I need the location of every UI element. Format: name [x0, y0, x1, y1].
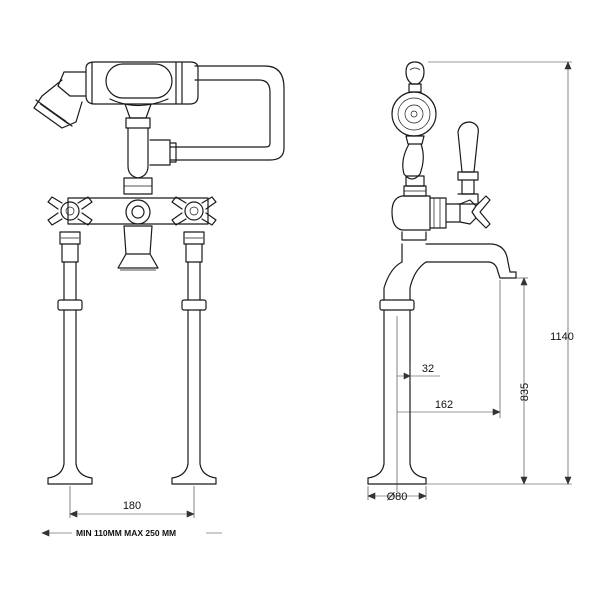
valve-body [67, 177, 209, 271]
height-1140-label: 1140 [550, 331, 574, 343]
offset-32-label: 32 [422, 363, 434, 375]
lever-handle [457, 121, 479, 205]
reach-162-dimension: 162 [397, 280, 501, 418]
crosshead-side [459, 195, 491, 229]
offset-32-dimension: 32 [397, 363, 440, 382]
base-diameter-label: Ø80 [387, 491, 408, 503]
reach-162-label: 162 [435, 399, 453, 411]
front-view: 180 MIN 110MM MAX 250 MM [33, 61, 285, 538]
shower-head [33, 71, 87, 129]
left-crosshead-handle [47, 196, 93, 226]
height-835-dimension: 835 [516, 277, 531, 485]
side-view: 32 162 835 1140 Ø [367, 61, 574, 503]
left-pillar-leg [47, 231, 93, 485]
handset-hose [169, 65, 285, 161]
right-pillar-leg [171, 231, 217, 485]
valve-body-side [391, 185, 461, 231]
height-835-label: 835 [519, 383, 531, 401]
handset-grip-side [402, 135, 425, 187]
spacing-range-note: MIN 110MM MAX 250 MM [76, 528, 176, 538]
pillar-spacing-dimension: 180 MIN 110MM MAX 250 MM [41, 486, 222, 538]
right-crosshead-handle [171, 196, 217, 226]
base-diameter-dimension: Ø80 [367, 486, 427, 503]
pillar-spacing-label: 180 [123, 500, 141, 512]
handset-body [85, 61, 199, 107]
handset-cradle [124, 103, 177, 179]
height-1140-dimension: 1140 [428, 61, 574, 485]
hose-hook [405, 61, 425, 93]
shower-head-side [391, 91, 437, 137]
spout [383, 231, 517, 301]
